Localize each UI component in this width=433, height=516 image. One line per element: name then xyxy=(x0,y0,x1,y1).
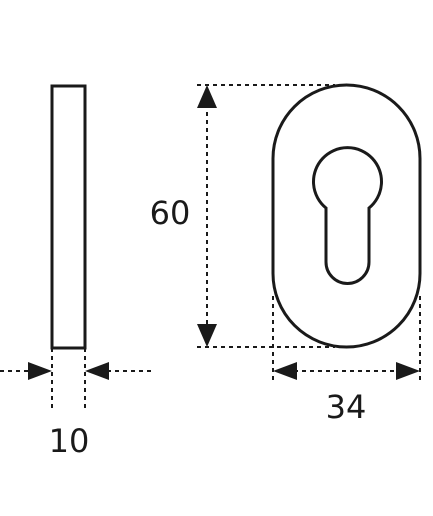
width-label: 34 xyxy=(326,388,367,426)
thickness-label: 10 xyxy=(49,422,90,460)
side-view-plate xyxy=(50,84,87,350)
thickness-arrow-right xyxy=(85,362,109,380)
keyhole-cutout xyxy=(312,146,383,285)
thickness-arrow-left xyxy=(28,362,52,380)
width-arrow-left xyxy=(273,362,297,380)
height-arrow-top xyxy=(197,85,217,108)
height-arrow-bottom xyxy=(197,324,217,347)
height-label: 60 xyxy=(150,194,191,232)
width-arrow-right xyxy=(396,362,420,380)
front-view-oval-plate xyxy=(271,83,422,349)
